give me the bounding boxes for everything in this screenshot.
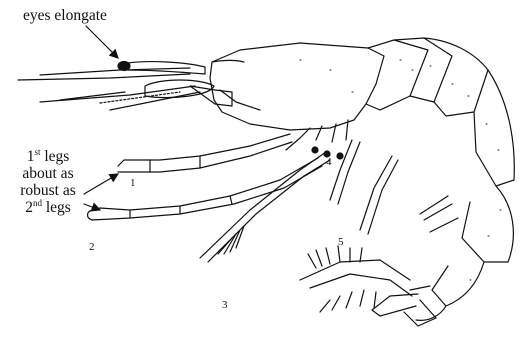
legs-note-line-3: robust as xyxy=(14,182,82,199)
anterior-legs xyxy=(88,134,323,220)
eye xyxy=(118,62,205,75)
leg-number-2: 2 xyxy=(89,242,95,253)
abdomen xyxy=(366,38,514,326)
leg-number-1: 1 xyxy=(130,178,136,189)
antennal-scale xyxy=(145,80,232,106)
legs-comparison-label: 1st legs about as robust as 2nd legs xyxy=(14,148,82,216)
leg-number-3: 3 xyxy=(222,300,228,311)
eyes-elongate-label: eyes elongate xyxy=(23,8,107,24)
carapace xyxy=(210,43,384,130)
leg-number-4: 4 xyxy=(326,157,332,168)
posterior-legs xyxy=(200,120,398,262)
legs-note-line-4: 2nd legs xyxy=(14,199,82,216)
legs-note-line-1: 1st legs xyxy=(14,148,82,165)
pointer-arrows xyxy=(84,26,118,210)
pleopods xyxy=(300,196,458,312)
leg-number-5: 5 xyxy=(338,237,344,248)
legs-note-line-2: about as xyxy=(14,165,82,182)
antennae xyxy=(18,68,200,110)
